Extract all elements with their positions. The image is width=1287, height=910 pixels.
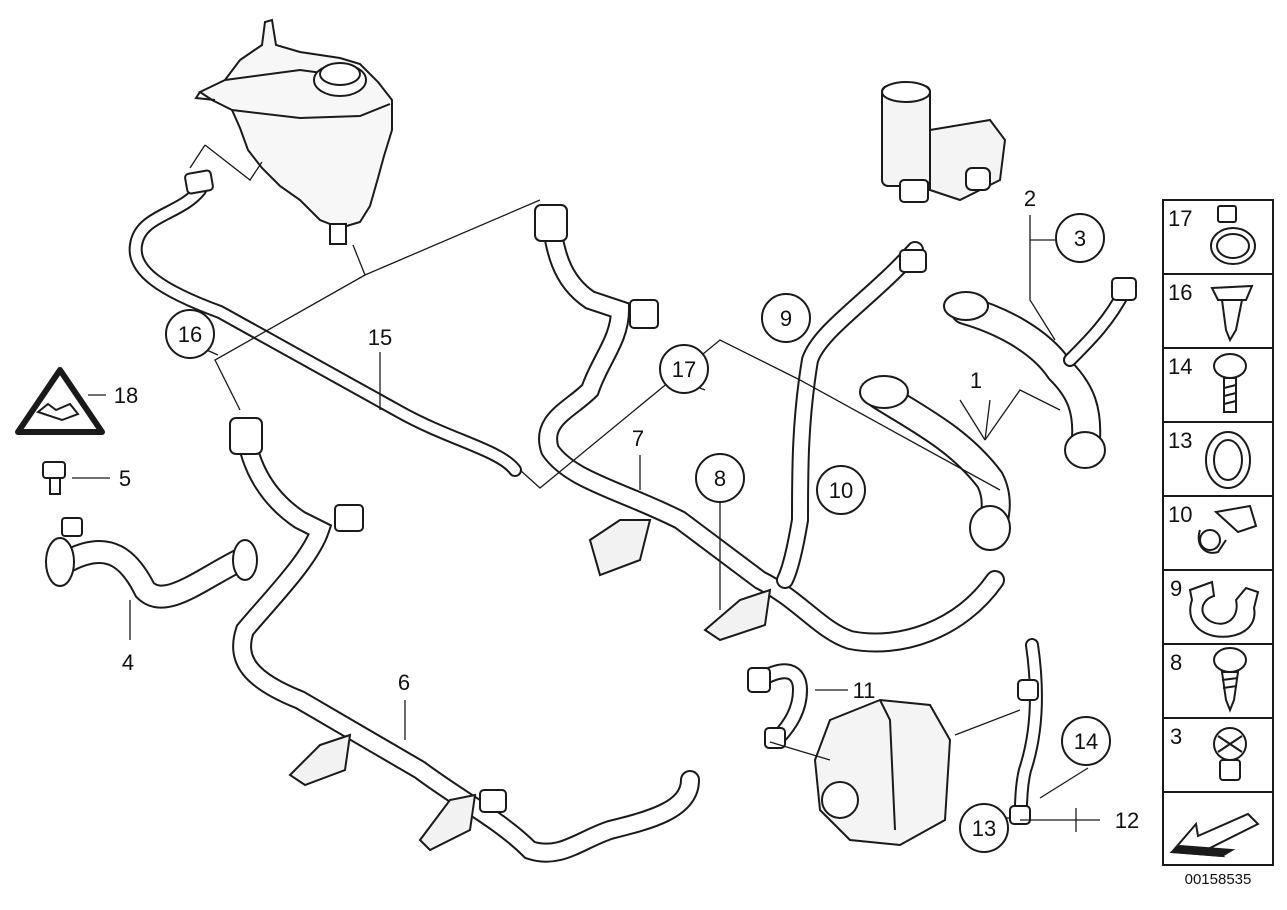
hose-7 bbox=[534, 204, 1005, 653]
callout-6: 6 bbox=[398, 670, 410, 695]
electric-water-pump bbox=[813, 698, 952, 847]
legend-label-17: 17 bbox=[1168, 206, 1192, 231]
callout-5: 5 bbox=[119, 466, 131, 491]
hose-6 bbox=[229, 417, 700, 863]
legend-label-8: 8 bbox=[1170, 650, 1182, 675]
callout-14: 14 bbox=[1074, 729, 1098, 754]
callout-2: 2 bbox=[1024, 186, 1036, 211]
callout-circles bbox=[165, 213, 1111, 853]
hose-2 bbox=[943, 277, 1137, 469]
hose-1 bbox=[859, 375, 1011, 551]
double-clip-icon bbox=[1197, 504, 1258, 554]
callout-circle-13 bbox=[959, 803, 1009, 853]
callout-12: 12 bbox=[1115, 808, 1139, 833]
expanding-rivet-icon bbox=[1210, 284, 1254, 343]
hex-screw-icon bbox=[1213, 353, 1247, 413]
leader-lines bbox=[72, 144, 1100, 832]
callout-18: 18 bbox=[114, 383, 138, 408]
callout-13: 13 bbox=[972, 816, 996, 841]
expansion-tank bbox=[194, 18, 393, 245]
hose-12 bbox=[1009, 638, 1043, 825]
callout-4: 4 bbox=[122, 650, 134, 675]
direction-arrow-icon bbox=[1169, 812, 1260, 858]
callout-labels: 1 2 3 4 5 6 7 8 9 10 11 12 13 14 15 16 1… bbox=[114, 186, 1139, 841]
callout-17: 17 bbox=[672, 357, 696, 382]
callout-circle-8 bbox=[695, 453, 745, 503]
callout-16: 16 bbox=[178, 322, 202, 347]
sealing-ring-icon bbox=[1205, 431, 1251, 489]
thermostat-housing bbox=[881, 81, 1007, 203]
callout-circle-10 bbox=[816, 465, 866, 515]
callout-3: 3 bbox=[1074, 226, 1086, 251]
callout-circle-9 bbox=[761, 293, 811, 343]
hose-11 bbox=[747, 663, 809, 749]
legend-labels: 17 16 14 13 10 9 8 3 bbox=[1168, 206, 1192, 749]
callout-7: 7 bbox=[632, 426, 644, 451]
callout-10: 10 bbox=[829, 478, 853, 503]
hose-clip-icon bbox=[1188, 580, 1260, 638]
callout-circle-17 bbox=[659, 344, 709, 394]
legend-icons bbox=[1169, 205, 1260, 858]
warning-triangle-18 bbox=[15, 367, 105, 435]
tapping-screw-icon bbox=[1213, 647, 1247, 713]
spreading-rivet-icon bbox=[1213, 727, 1247, 781]
temperature-sensor-5 bbox=[42, 461, 66, 495]
hose-clamp-icon bbox=[1210, 205, 1256, 265]
legend-label-13: 13 bbox=[1168, 428, 1192, 453]
callout-11: 11 bbox=[853, 678, 876, 703]
diagram-reference-number: 00158535 bbox=[1185, 871, 1252, 888]
callout-1: 1 bbox=[970, 368, 982, 393]
callout-8: 8 bbox=[714, 466, 726, 491]
hose-pipe-15 bbox=[128, 169, 522, 477]
legend-label-9: 9 bbox=[1170, 576, 1182, 601]
callout-9: 9 bbox=[780, 306, 792, 331]
legend-label-3: 3 bbox=[1170, 724, 1182, 749]
hose-9 bbox=[776, 241, 927, 589]
hose-4 bbox=[45, 517, 258, 609]
callout-circle-3 bbox=[1055, 213, 1105, 263]
callout-circle-16 bbox=[165, 309, 215, 359]
callout-circle-14 bbox=[1061, 716, 1111, 766]
legend-label-10: 10 bbox=[1168, 502, 1192, 527]
legend-label-14: 14 bbox=[1168, 354, 1192, 379]
legend-label-16: 16 bbox=[1168, 280, 1192, 305]
callout-15: 15 bbox=[368, 325, 392, 350]
